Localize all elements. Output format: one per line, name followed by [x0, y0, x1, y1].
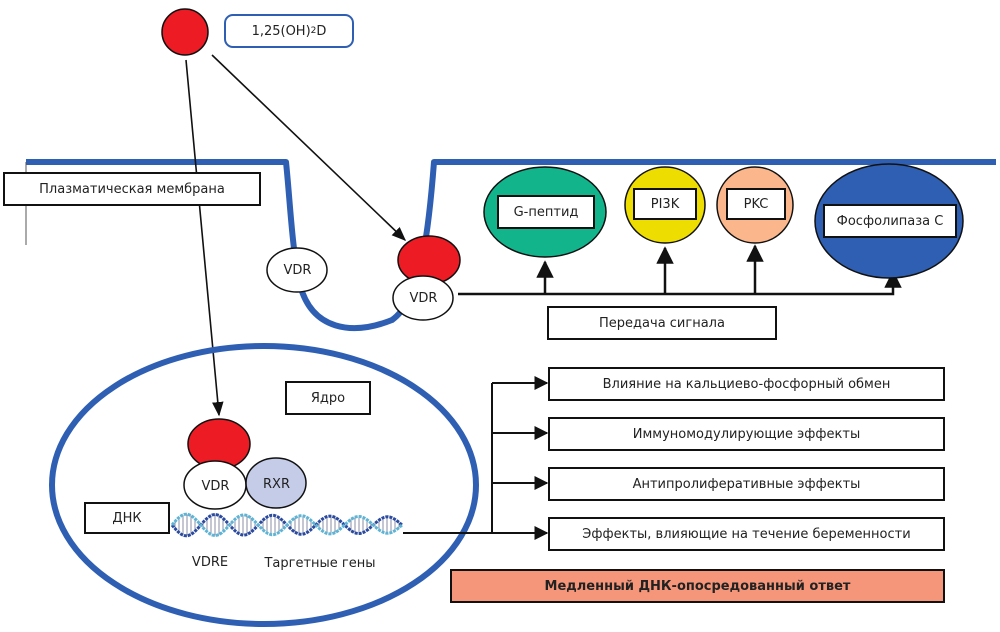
ligand-label-sub: 2 — [310, 26, 317, 36]
rxr-label: RXR — [263, 476, 290, 492]
vdr-free-ellipse — [266, 247, 328, 293]
signal-line — [458, 270, 902, 296]
effect-box-2: Иммуномодулирующие эффекты — [548, 417, 945, 451]
effect-box-4: Эффекты, влияющие на течение беременност… — [548, 517, 945, 551]
arrow-ligand-to-membrane-vdr — [211, 54, 407, 241]
ligand-label-prefix: 1,25(OH) — [251, 23, 311, 39]
vdr-membrane-ellipse — [392, 275, 454, 321]
pi3k-label: PI3K — [633, 188, 697, 220]
pkc-label: PKC — [726, 188, 786, 220]
dna-response-label: Медленный ДНК-опосредованный ответ — [450, 569, 945, 603]
target-genes-label: Таргетные гены — [264, 555, 376, 571]
effect-box-1: Влияние на кальциево-фосфорный обмен — [548, 367, 945, 401]
nucleus-ellipse — [49, 343, 479, 627]
vdre-label: VDRE — [191, 554, 229, 570]
arrow-ligand-to-nucleus — [185, 59, 224, 417]
vdr-nucleus-label: VDR — [201, 478, 230, 494]
rxr-ellipse — [245, 457, 307, 509]
plasma-membrane-label: Плазматическая мембрана — [3, 172, 261, 206]
vdr-free-label: VDR — [283, 262, 312, 278]
vdr-membrane-label: VDR — [409, 290, 438, 306]
dna-label: ДНК — [84, 502, 170, 534]
g-peptide-label: G-пептид — [497, 195, 595, 229]
dna-helix-icon — [170, 512, 403, 538]
ligand-circle — [161, 8, 209, 56]
nucleus-label: Ядро — [285, 381, 371, 415]
signal-transduction-label: Передача сигнала — [547, 306, 777, 340]
effect-box-3: Антипролиферативные эффекты — [548, 467, 945, 501]
phospholipase-label: Фосфолипаза С — [823, 204, 957, 238]
dna-strand — [170, 512, 403, 537]
ligand-label-suffix: D — [316, 23, 327, 39]
